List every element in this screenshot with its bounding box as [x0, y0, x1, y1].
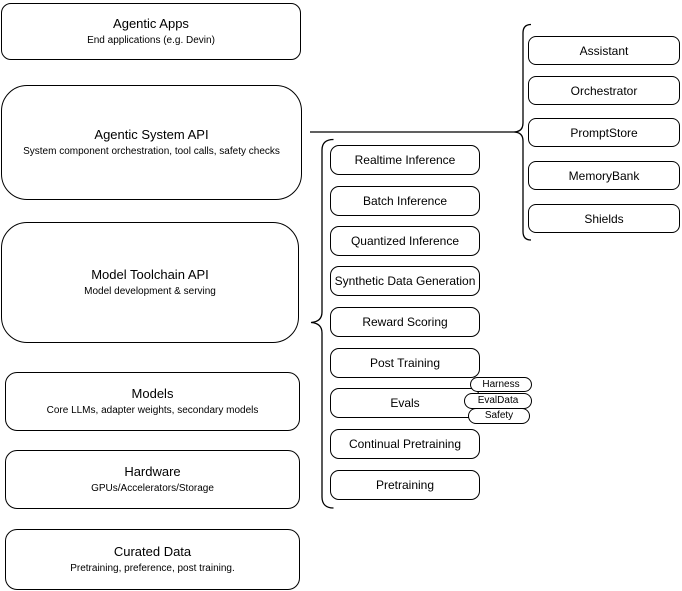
node-orchestrator: Orchestrator: [528, 76, 680, 105]
node-curated-data: Curated Data Pretraining, preference, po…: [5, 529, 300, 590]
node-synthetic-data-generation: Synthetic Data Generation: [330, 266, 480, 296]
node-subtitle: Pretraining, preference, post training.: [70, 563, 235, 574]
node-reward-scoring: Reward Scoring: [330, 307, 480, 337]
node-batch-inference: Batch Inference: [330, 186, 480, 216]
node-promptstore: PromptStore: [528, 118, 680, 147]
node-hardware: Hardware GPUs/Accelerators/Storage: [5, 450, 300, 509]
node-realtime-inference: Realtime Inference: [330, 145, 480, 175]
node-shields: Shields: [528, 204, 680, 233]
node-assistant: Assistant: [528, 36, 680, 65]
node-models: Models Core LLMs, adapter weights, secon…: [5, 372, 300, 431]
node-model-toolchain-api: Model Toolchain API Model development & …: [1, 222, 299, 343]
node-title: Agentic Apps: [113, 16, 189, 31]
node-title: Model Toolchain API: [91, 267, 209, 282]
node-title: Curated Data: [113, 544, 192, 559]
node-subtitle: End applications (e.g. Devin): [87, 35, 215, 46]
node-quantized-inference: Quantized Inference: [330, 226, 480, 256]
node-title: Models: [131, 386, 174, 401]
node-title: Hardware: [124, 464, 181, 479]
node-agentic-apps: Agentic Apps End applications (e.g. Devi…: [1, 3, 301, 60]
node-pretraining: Pretraining: [330, 470, 480, 500]
tag-harness: Harness: [470, 377, 532, 392]
node-evals: Evals: [330, 388, 480, 418]
tag-evaldata: EvalData: [464, 393, 532, 409]
node-post-training: Post Training: [330, 348, 480, 378]
node-continual-pretraining: Continual Pretraining: [330, 429, 480, 459]
node-subtitle: GPUs/Accelerators/Storage: [91, 483, 214, 494]
node-subtitle: Model development & serving: [84, 286, 216, 297]
node-subtitle: Core LLMs, adapter weights, secondary mo…: [46, 405, 259, 416]
node-subtitle: System component orchestration, tool cal…: [23, 146, 280, 157]
node-title: Agentic System API: [94, 127, 209, 142]
tag-safety: Safety: [468, 408, 530, 424]
node-agentic-system-api: Agentic System API System component orch…: [1, 85, 302, 200]
node-memorybank: MemoryBank: [528, 161, 680, 190]
